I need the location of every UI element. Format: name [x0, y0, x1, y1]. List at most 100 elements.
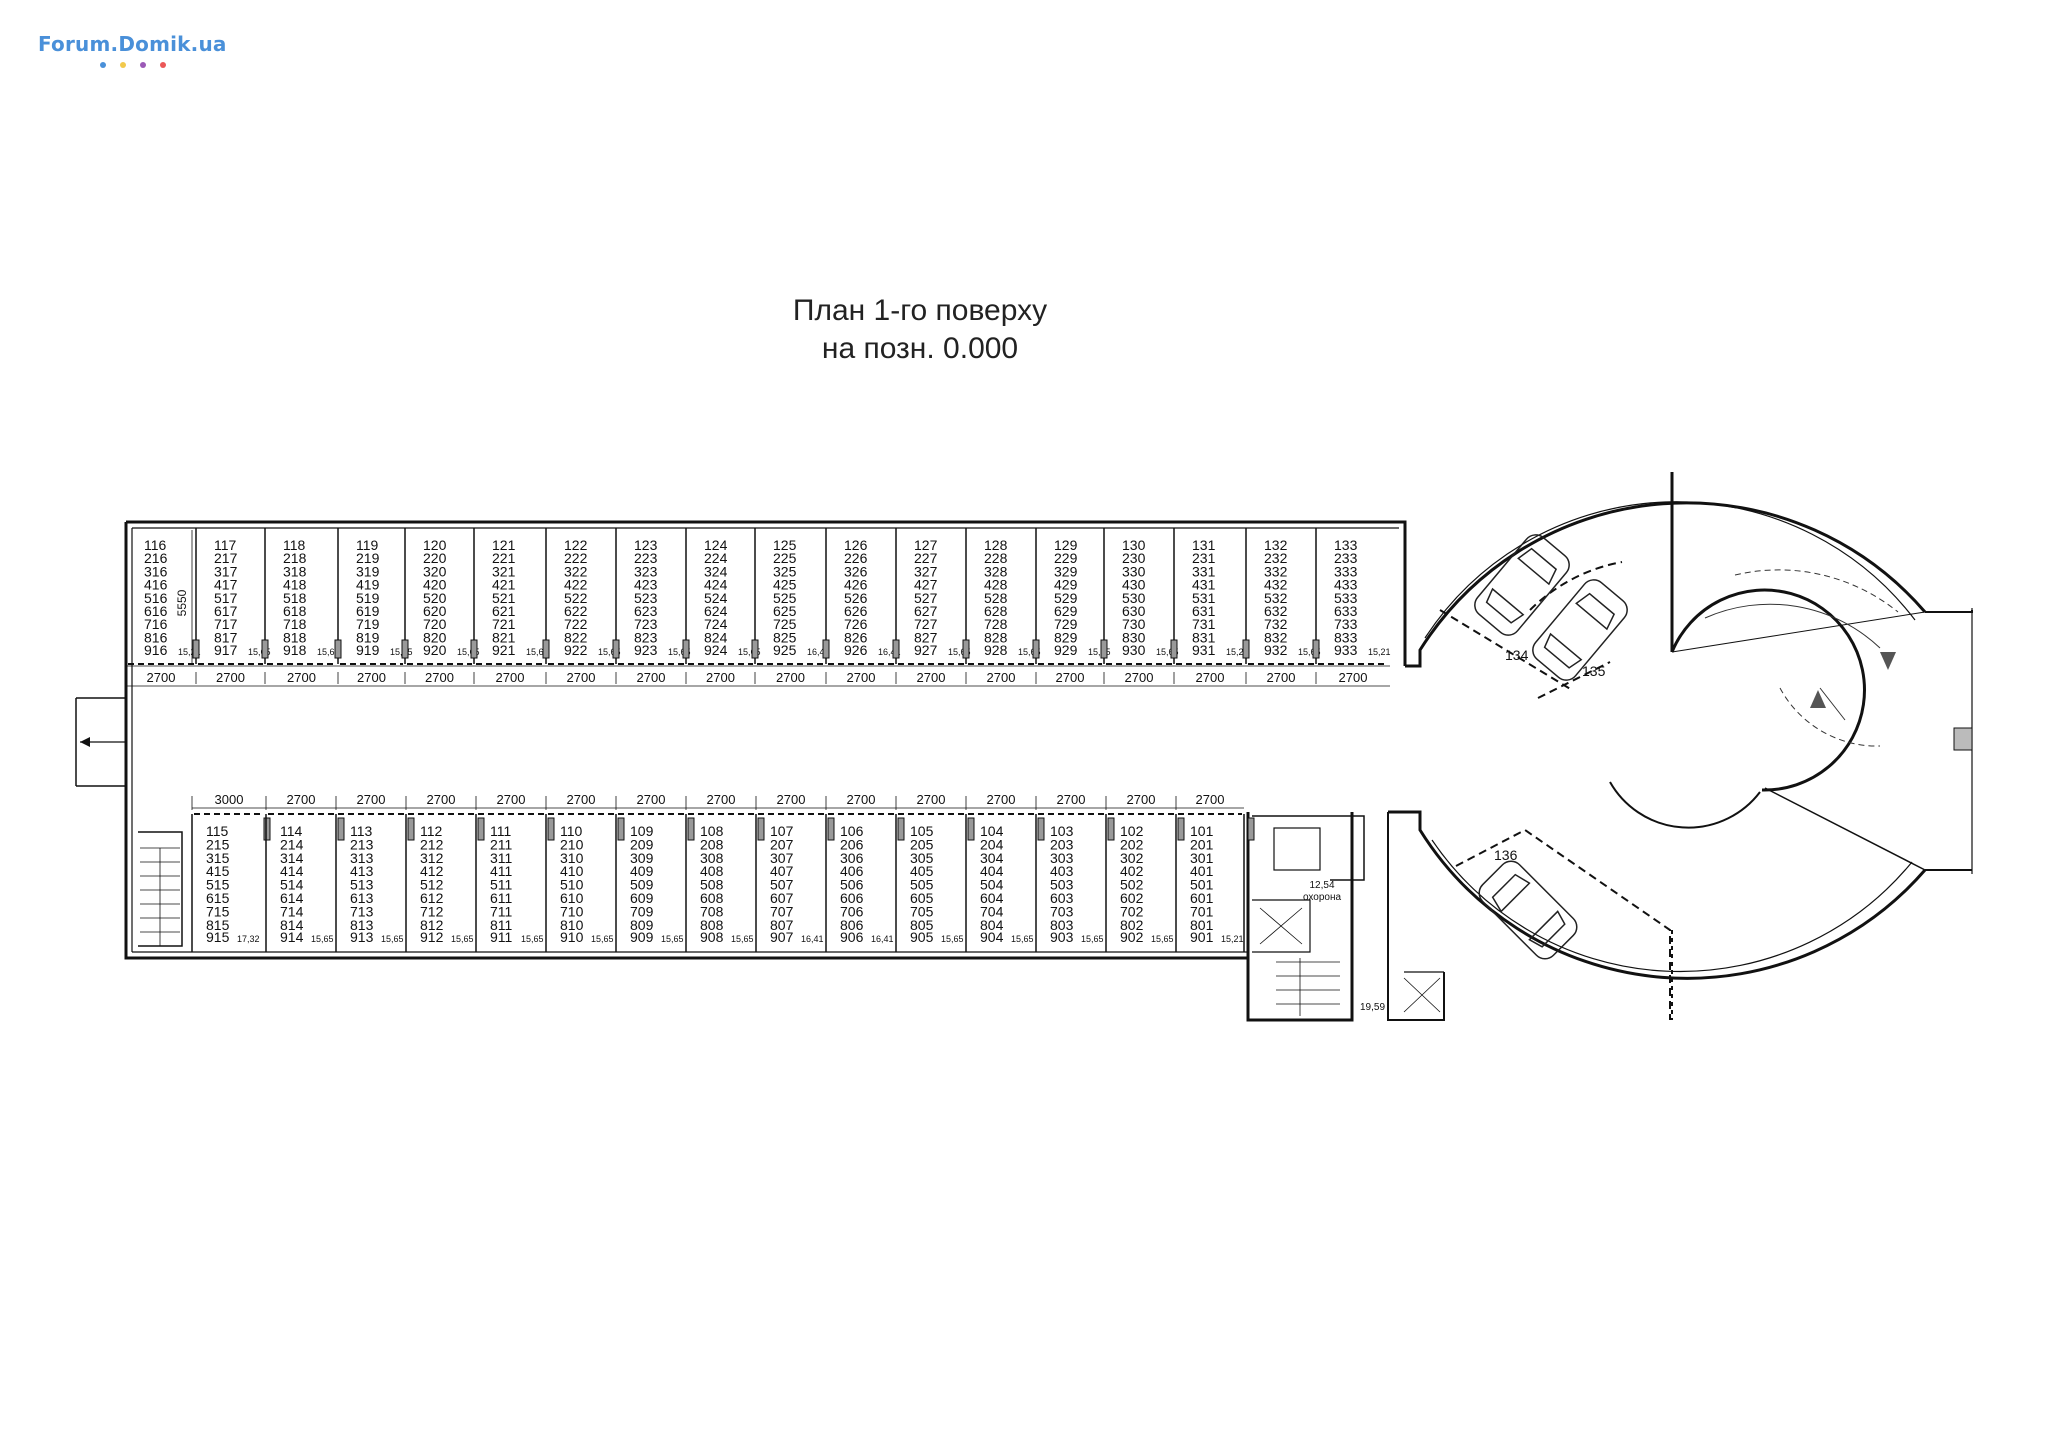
- stall-number: 233: [1334, 550, 1358, 566]
- stall-number: 509: [630, 877, 654, 893]
- stall-number: 707: [770, 903, 794, 919]
- stall-number: 802: [1120, 917, 1144, 933]
- stall-column: [1107, 817, 1115, 841]
- car-icon: [1478, 860, 1578, 960]
- stall-number: 423: [634, 577, 658, 593]
- stall-number: 533: [1334, 590, 1358, 606]
- stall-number: 322: [564, 563, 588, 579]
- stall-number: 714: [280, 903, 304, 919]
- stall-number: 432: [1264, 577, 1288, 593]
- stall-area: 15,65: [1298, 647, 1321, 657]
- stall-number: 131: [1192, 537, 1216, 553]
- stall-number: 201: [1190, 836, 1214, 852]
- stall-number: 622: [564, 603, 588, 619]
- stall-number: 519: [356, 590, 380, 606]
- stall-number: 333: [1334, 563, 1358, 579]
- stall-width-dimension: 2700: [777, 792, 806, 807]
- stall-number: 815: [206, 917, 230, 933]
- stall-number: 630: [1122, 603, 1146, 619]
- stall-number: 223: [634, 550, 658, 566]
- ramp-space-136: 136: [1494, 847, 1518, 863]
- stall-number: 305: [910, 850, 934, 866]
- stall-number: 109: [630, 823, 654, 839]
- stall-number: 205: [910, 836, 934, 852]
- stall-number: 912: [420, 929, 444, 945]
- stall-column: [617, 817, 625, 841]
- stall-number: 418: [283, 577, 307, 593]
- stall-number: 602: [1120, 890, 1144, 906]
- stall-width-dimension: 2700: [987, 792, 1016, 807]
- stall-number: 203: [1050, 836, 1074, 852]
- stall-number: 126: [844, 537, 868, 553]
- stall-number: 106: [840, 823, 864, 839]
- stall-number: 702: [1120, 903, 1144, 919]
- stall-number: 220: [423, 550, 447, 566]
- stall-number: 520: [423, 590, 447, 606]
- stall-number: 331: [1192, 563, 1216, 579]
- stall-number: 723: [634, 616, 658, 632]
- stall-number: 821: [492, 629, 516, 645]
- stall-number: 527: [914, 590, 938, 606]
- stall-number: 525: [773, 590, 797, 606]
- stall-number: 431: [1192, 577, 1216, 593]
- stall-area: 15,65: [390, 647, 413, 657]
- car-body: [1532, 579, 1628, 681]
- stall-number: 825: [773, 629, 797, 645]
- stall-number: 733: [1334, 616, 1358, 632]
- stall-number: 615: [206, 890, 230, 906]
- stall-width-dimension: 2700: [287, 670, 316, 685]
- stall-area: 15,21: [1226, 647, 1249, 657]
- stall-number: 429: [1054, 577, 1078, 593]
- stall-number: 807: [770, 917, 794, 933]
- stall-number: 804: [980, 917, 1004, 933]
- stall-number: 633: [1334, 603, 1358, 619]
- ramp-arrows: [1704, 569, 1899, 747]
- stall-number: 526: [844, 590, 868, 606]
- stall-number: 402: [1120, 863, 1144, 879]
- stall-number: 216: [144, 550, 168, 566]
- stall-column: [1032, 639, 1040, 659]
- guard-room-label: охорона: [1303, 892, 1342, 903]
- stall-area: 15,65: [311, 934, 334, 944]
- stall-column: [1177, 817, 1185, 841]
- stall-column: [407, 817, 415, 841]
- elevator-cross: [1259, 907, 1303, 945]
- stall-column: [1242, 639, 1250, 659]
- stall-number: 903: [1050, 929, 1074, 945]
- stall-number: 317: [214, 563, 238, 579]
- stall-column: [962, 639, 970, 659]
- stall-number: 924: [704, 642, 728, 658]
- stall-number: 215: [206, 836, 230, 852]
- stall-number: 202: [1120, 836, 1144, 852]
- stall-number: 501: [1190, 877, 1214, 893]
- stall-number: 833: [1334, 629, 1358, 645]
- stall-number: 719: [356, 616, 380, 632]
- stall-number: 229: [1054, 550, 1078, 566]
- stall-number: 301: [1190, 850, 1214, 866]
- stall-number: 105: [910, 823, 934, 839]
- stall-number: 304: [980, 850, 1004, 866]
- stall-width-dimension: 2700: [425, 670, 454, 685]
- stall-number: 603: [1050, 890, 1074, 906]
- stall-area: 16,41: [801, 934, 824, 944]
- stall-width-dimension: 2700: [847, 670, 876, 685]
- stall-number: 113: [350, 823, 373, 839]
- site-logo[interactable]: Forum.Domik.ua: [38, 32, 227, 68]
- stall-area: 15,65: [317, 647, 340, 657]
- stall-number: 425: [773, 577, 797, 593]
- stall-width-dimension: 2700: [1196, 792, 1225, 807]
- stall-number: 701: [1190, 903, 1214, 919]
- building-walls: [75, 472, 1973, 1022]
- stall-number: 817: [214, 629, 238, 645]
- stall-number: 806: [840, 917, 864, 933]
- stall-width-dimension: 2700: [707, 792, 736, 807]
